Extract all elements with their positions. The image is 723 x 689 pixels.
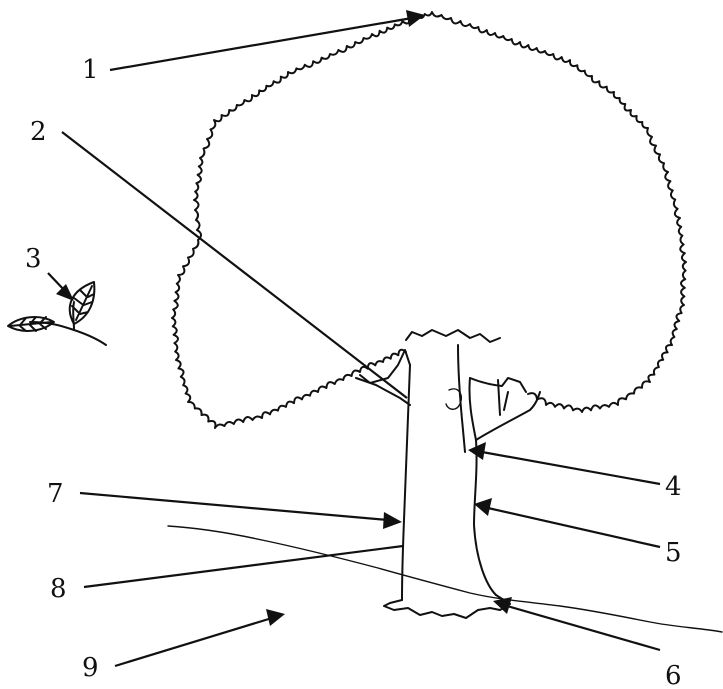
twig-stem-branch (72, 301, 75, 331)
leader-line-5 (487, 506, 661, 549)
label-7: 7 (47, 479, 64, 509)
label-6: 6 (665, 661, 682, 689)
root-base (383, 594, 511, 619)
leafy-twig-icon (7, 281, 107, 346)
label-9: 9 (82, 653, 99, 683)
leaf-left (7, 316, 55, 332)
trunk-outline (401, 364, 497, 601)
arrowhead-6 (493, 597, 512, 614)
label-2: 2 (30, 117, 47, 147)
leader-line-8 (83, 544, 404, 589)
leader-line-9 (114, 616, 273, 668)
crown-outline (171, 11, 687, 429)
right-branch (469, 377, 541, 441)
label-1: 1 (82, 55, 99, 85)
arrowhead-1 (406, 10, 425, 27)
arrowhead-5 (474, 498, 492, 516)
leader-line-7 (79, 491, 389, 522)
label-3: 3 (25, 244, 42, 274)
arrowhead-3 (56, 284, 74, 301)
leader-line-2 (61, 131, 408, 399)
trunk-top (405, 329, 501, 343)
arrowhead-7 (383, 512, 402, 529)
label-5: 5 (665, 538, 682, 568)
label-4: 4 (665, 472, 682, 502)
branch-groove (457, 344, 509, 453)
leader-line-6 (506, 604, 661, 652)
tree-icon (171, 11, 687, 619)
arrow-icon (47, 10, 661, 668)
ground-line (167, 525, 723, 633)
leader-line-1 (109, 16, 413, 72)
leaf-upright (68, 281, 96, 325)
leader-line-4 (481, 450, 661, 486)
arrowhead-4 (468, 442, 486, 460)
arrowhead-9 (266, 609, 285, 626)
label-8: 8 (50, 574, 67, 604)
bark-curl (445, 388, 462, 410)
left-branch (355, 349, 411, 406)
